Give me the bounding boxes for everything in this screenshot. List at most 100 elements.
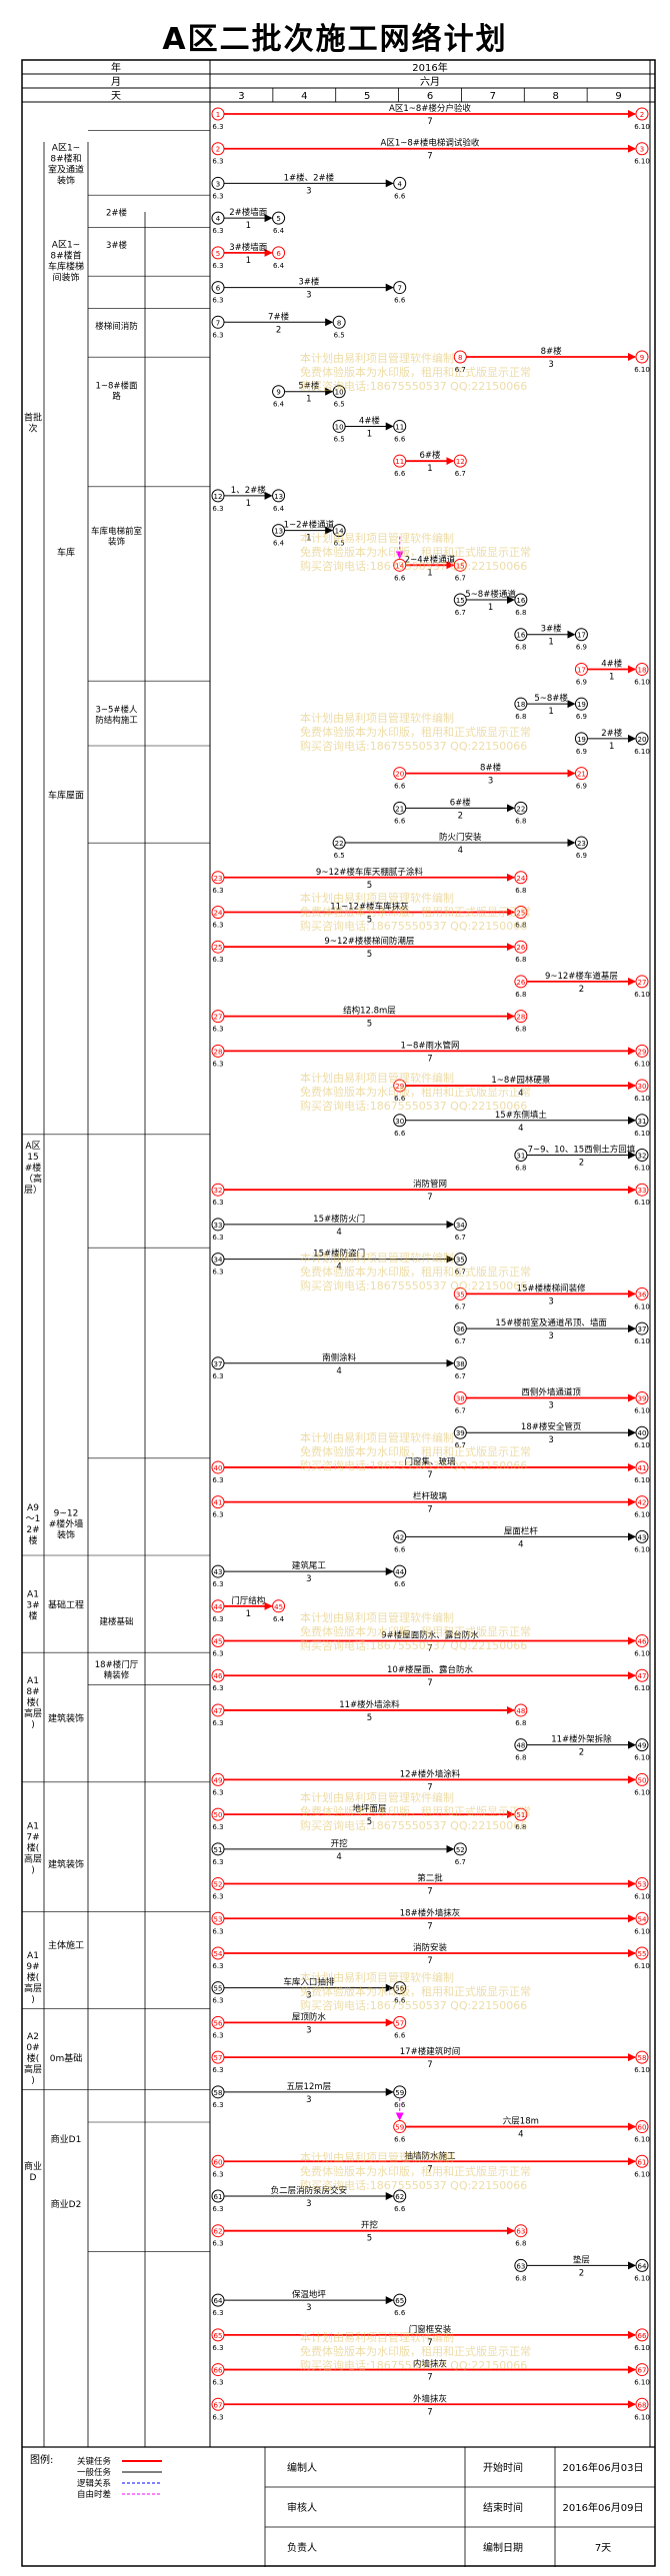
watermark-text: 本计划由易利项目管理软件编制 — [300, 711, 454, 725]
event-node-number: 37 — [214, 1360, 223, 1368]
node-date: 6.10 — [634, 2274, 650, 2282]
watermark-text: 购买咨询电话:18675550537 QQ:22150066 — [300, 379, 527, 393]
header-row-label: 月 — [111, 76, 121, 88]
outer-frame — [21, 59, 656, 2567]
event-node-number: 36 — [456, 1325, 465, 1333]
node-date: 6.10 — [634, 2379, 650, 2387]
event-node-number: 46 — [214, 1672, 223, 1680]
event-node-end — [635, 1321, 649, 1335]
activity-duration: 7 — [427, 2338, 432, 2348]
event-node-number: 42 — [395, 1533, 404, 1541]
node-date: 6.3 — [212, 1234, 223, 1242]
node-date: 6.3 — [212, 2031, 223, 2039]
event-node-end — [514, 801, 528, 815]
node-date: 6.8 — [515, 1026, 526, 1034]
category-label: 楼 — [28, 1610, 37, 1622]
event-node-number: 12 — [456, 458, 465, 466]
activity-duration: 5 — [367, 2234, 372, 2244]
watermark-text: 免费体验版本为水印版，租用和正式版显示正常 — [300, 1624, 531, 1638]
event-node-number: 26 — [516, 979, 525, 987]
category-label: 主体施工 — [48, 1939, 84, 1951]
activity-label: 1~8#雨水管网 — [400, 1040, 459, 1051]
activity-label: 5~8#楼 — [534, 693, 568, 704]
activity-label: 屋面栏杆 — [504, 1525, 539, 1536]
node-date: 6.10 — [634, 991, 650, 999]
activity-label: 3#楼墙面 — [229, 242, 268, 253]
node-date: 6.3 — [212, 123, 223, 131]
activity-label: 18#楼外墙抹灰 — [400, 1907, 460, 1918]
event-node-number: 40 — [214, 1464, 223, 1472]
category-label: 楼( — [27, 1842, 40, 1854]
category-label: 装饰 — [108, 537, 126, 548]
event-node-number: 10 — [335, 389, 344, 397]
event-node-number: 20 — [395, 771, 404, 779]
activity-label: 南侧涂料 — [322, 1352, 357, 1363]
node-date: 6.5 — [334, 540, 345, 548]
activity-label: 地坪面层 — [352, 1803, 386, 1814]
node-date: 6.3 — [212, 1997, 223, 2005]
category-label: 7# — [26, 1833, 39, 1843]
node-date: 6.8 — [515, 2274, 526, 2282]
node-date: 6.10 — [634, 1511, 650, 1519]
category-label: A1 — [27, 1676, 39, 1686]
activity-duration: 3 — [548, 1331, 553, 1341]
event-node-number: 6 — [276, 250, 281, 258]
node-date: 6.3 — [212, 505, 223, 513]
event-node-number: 39 — [638, 1395, 647, 1403]
node-date: 6.7 — [455, 1302, 466, 1310]
activity-label: 内墙抹灰 — [413, 2359, 447, 2370]
node-date: 6.7 — [455, 1441, 466, 1449]
event-node-end — [635, 350, 649, 364]
node-date: 6.9 — [576, 852, 587, 860]
event-node-number: 9 — [276, 389, 280, 397]
event-node-end — [514, 1703, 528, 1717]
activity-duration: 3 — [488, 777, 493, 787]
category-label: 9~12 — [54, 1509, 79, 1519]
event-node-end — [635, 1183, 649, 1197]
category-label: 精装修 — [104, 1670, 130, 1681]
watermark-text: 本计划由易利项目管理软件编制 — [300, 2330, 454, 2344]
node-date: 6.8 — [515, 2240, 526, 2248]
activity-label: 2~4#楼通道 — [405, 554, 456, 565]
node-date: 6.3 — [212, 1580, 223, 1588]
node-date: 6.10 — [634, 158, 650, 166]
node-date: 6.3 — [212, 2379, 223, 2387]
node-date: 6.3 — [212, 1060, 223, 1068]
watermark-text: 免费体验版本为水印版，租用和正式版显示正常 — [300, 1265, 531, 1279]
footer-label: 审核人 — [287, 2501, 317, 2514]
watermark-text: 本计划由易利项目管理软件编制 — [300, 351, 454, 365]
event-node-number: 8 — [337, 319, 341, 327]
event-node-end — [514, 871, 528, 885]
node-date: 6.6 — [394, 2136, 406, 2144]
category-label: 路 — [112, 391, 121, 402]
category-label: A1 — [27, 1951, 39, 1961]
event-node-end — [453, 558, 467, 572]
node-date: 6.10 — [634, 678, 650, 686]
event-node-number: 34 — [214, 1257, 223, 1265]
activity-label: 15#东侧填土 — [495, 1110, 547, 1121]
event-node-end — [514, 1807, 528, 1821]
event-node-end — [453, 1842, 467, 1856]
event-node-end — [635, 1287, 649, 1300]
watermark-text: 免费体验版本为水印版，租用和正式版显示正常 — [300, 2344, 531, 2358]
footer-label: 编制日期 — [483, 2541, 523, 2554]
footer-label: 编制人 — [287, 2461, 317, 2474]
activity-label: 抽墙防水施工 — [404, 2150, 456, 2161]
node-date: 6.6 — [394, 2309, 406, 2317]
event-node-end — [272, 1599, 286, 1613]
event-node-number: 44 — [214, 1603, 223, 1611]
event-node-end — [272, 211, 286, 225]
activity-duration: 3 — [306, 1574, 311, 1584]
header-row-label: 年 — [111, 61, 121, 74]
node-date: 6.8 — [515, 609, 526, 617]
activity-label: 垫层 — [573, 2254, 590, 2265]
node-date: 6.6 — [394, 470, 406, 478]
event-node-end — [635, 1148, 649, 1162]
footer-label: 负责人 — [287, 2541, 317, 2554]
category-label: 间装饰 — [52, 272, 79, 284]
event-node-end — [635, 1877, 649, 1891]
event-node-end — [574, 697, 588, 711]
event-node-number: 45 — [214, 1638, 223, 1646]
node-date: 6.10 — [634, 1754, 650, 1762]
node-date: 6.3 — [212, 158, 223, 166]
